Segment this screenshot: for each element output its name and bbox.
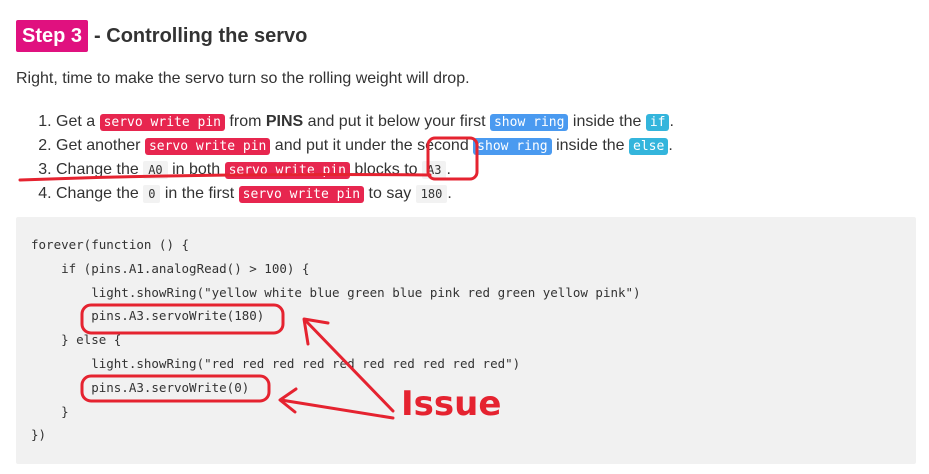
block-show-ring: show ring — [489, 114, 569, 131]
pins-category-label: PINS — [265, 113, 304, 130]
step-text: . — [446, 161, 451, 178]
step-text: and put it below your first — [303, 113, 490, 130]
step-text: from — [224, 113, 266, 130]
step-text: in the first — [160, 185, 239, 202]
step-item-1: Get a servo write pin from PINS and put … — [56, 110, 674, 134]
block-servo-write-pin: servo write pin — [238, 186, 365, 203]
step-text: in both — [167, 161, 225, 178]
block-servo-write-pin: servo write pin — [144, 138, 271, 155]
code-line: } else { — [31, 332, 122, 348]
step-text: inside the — [568, 113, 646, 130]
code-line: light.showRing("yellow white blue green … — [31, 284, 641, 300]
step-text: . — [669, 113, 674, 130]
step-text: . — [447, 185, 452, 202]
step-heading: Step 3 - Controlling the servo — [16, 20, 307, 52]
step-text: blocks to — [349, 161, 423, 178]
block-servo-write-pin: servo write pin — [99, 114, 225, 131]
step-text: . — [668, 137, 673, 154]
block-if: if — [645, 114, 670, 131]
step-text: Get another — [56, 137, 145, 154]
step-item-2: Get another servo write pin and put it u… — [56, 134, 674, 158]
code-line: if (pins.A1.analogRead() > 100) { — [31, 260, 310, 276]
code-block[interactable]: forever(function () { if (pins.A1.analog… — [16, 217, 916, 464]
code-line: light.showRing("red red red red red red … — [31, 355, 521, 371]
intro-text: Right, time to make the servo turn so th… — [16, 70, 470, 87]
issue-label: Issue — [401, 384, 502, 424]
code-line: } — [31, 403, 69, 419]
step-item-4: Change the 0 in the first servo write pi… — [56, 182, 674, 206]
step-text: and put it under the second — [270, 137, 474, 154]
step-text: Change the — [56, 185, 144, 202]
block-else: else — [629, 138, 669, 155]
code-line: pins.A3.servoWrite(180) — [31, 308, 265, 324]
code-content: forever(function () { if (pins.A1.analog… — [31, 233, 641, 447]
code-line: pins.A3.servoWrite(0) — [31, 379, 250, 395]
step-text: to say — [364, 185, 416, 202]
inline-code-0: 0 — [143, 185, 161, 203]
step-text: inside the — [551, 137, 630, 154]
block-servo-write-pin: servo write pin — [224, 162, 350, 179]
inline-code-a0: A0 — [143, 161, 168, 179]
page-title: - Controlling the servo — [94, 24, 308, 47]
inline-code-a3: A3 — [422, 161, 447, 179]
inline-code-180: 180 — [415, 185, 448, 203]
step-text: Change the — [56, 161, 144, 178]
step-badge: Step 3 — [16, 20, 89, 52]
code-line: forever(function () { — [31, 237, 190, 252]
block-show-ring: show ring — [473, 138, 552, 155]
step-item-3: Change the A0 in both servo write pin bl… — [56, 158, 674, 182]
steps-list: Get a servo write pin from PINS and put … — [16, 110, 674, 206]
code-line: }) — [31, 427, 47, 443]
step-text: Get a — [56, 113, 100, 130]
